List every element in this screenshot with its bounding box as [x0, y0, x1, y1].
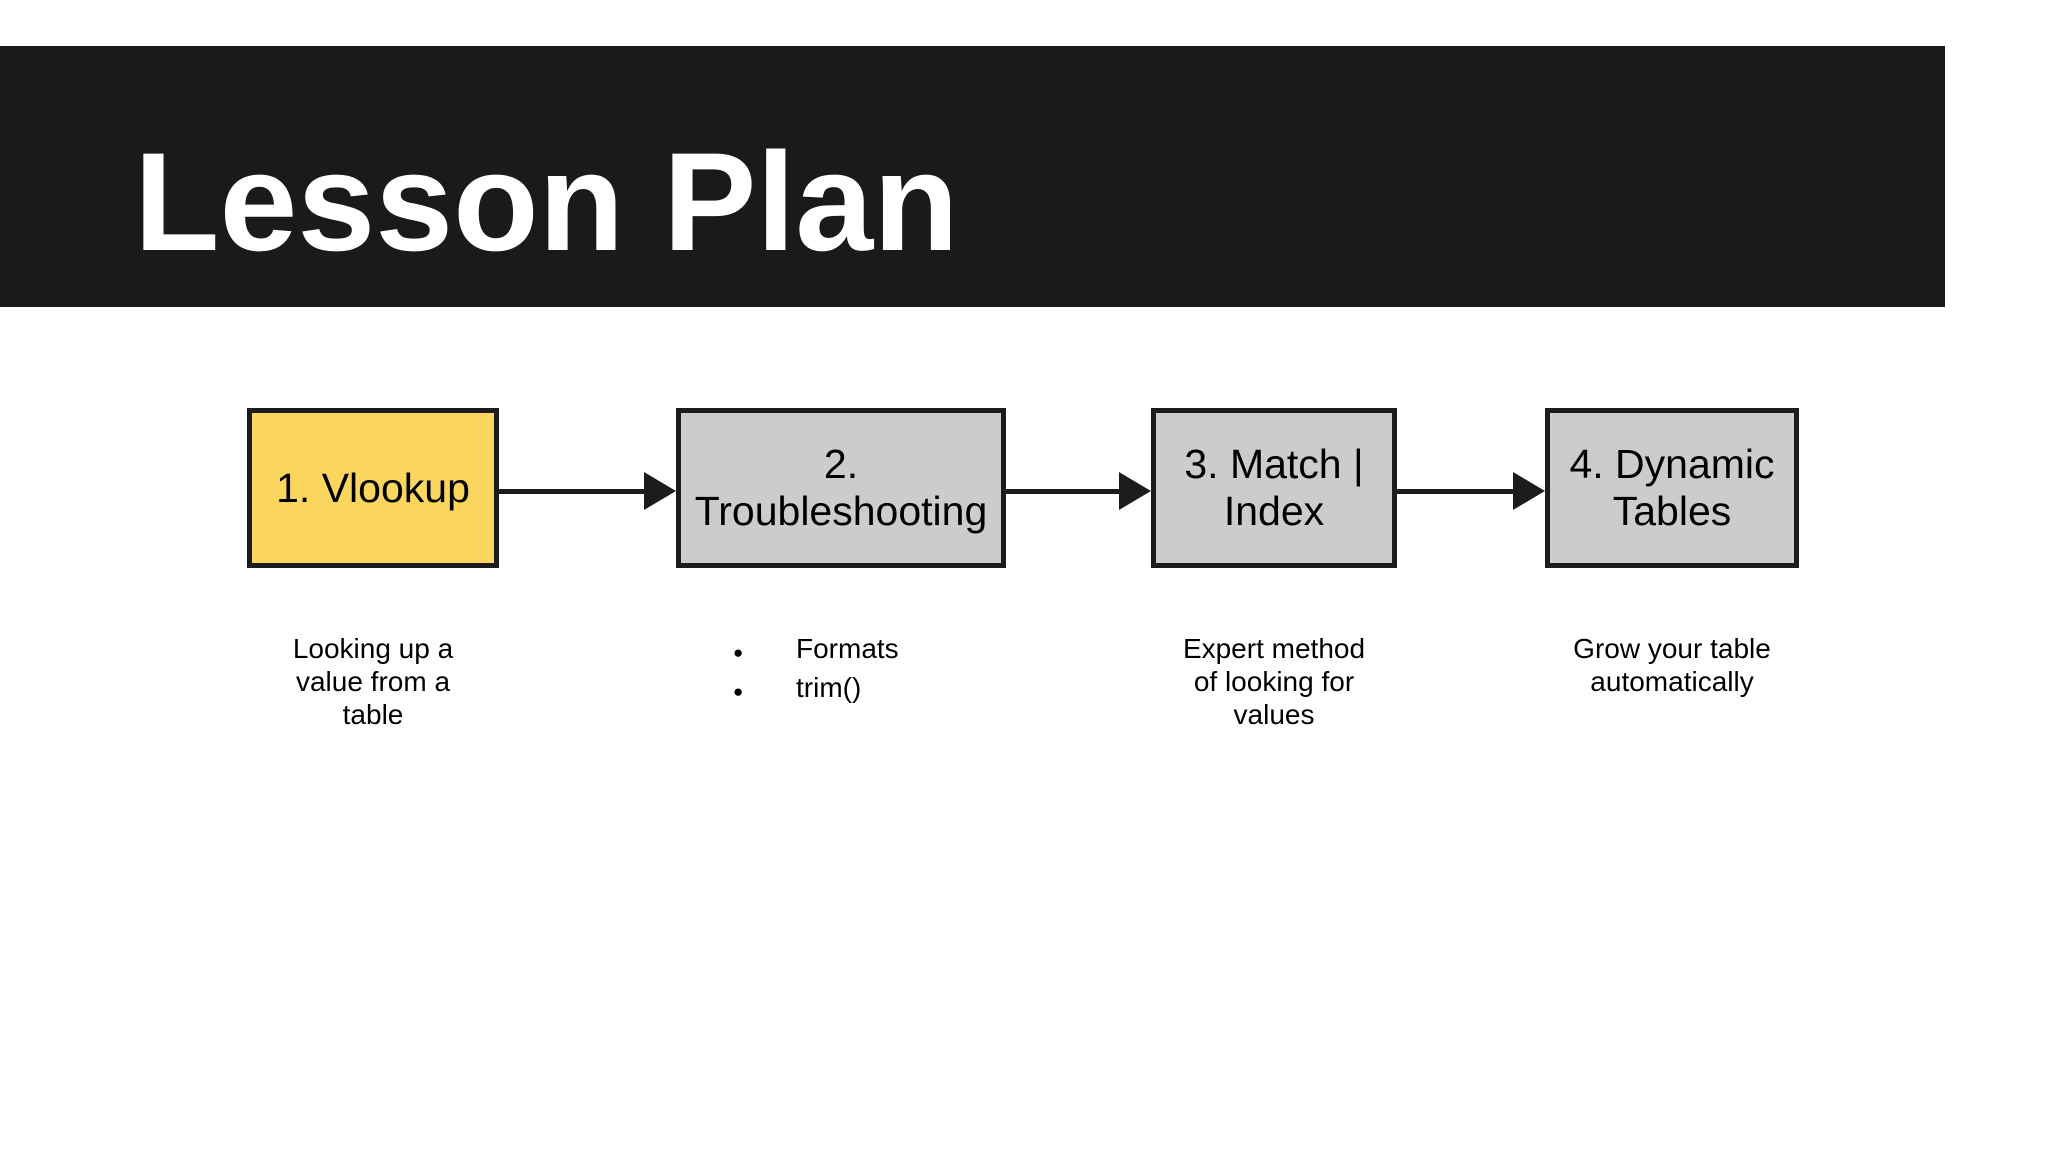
- flow-box-label-line: 2.: [823, 441, 859, 487]
- flow-box-match-index: 3. Match | Index: [1151, 408, 1397, 568]
- list-item: ● trim(): [733, 671, 899, 708]
- step-caption-dynamic-tables: Grow your table automatically: [1512, 632, 1832, 698]
- step-caption-vlookup: Looking up a value from a table: [213, 632, 533, 731]
- caption-line: Grow your table: [1573, 633, 1771, 664]
- flow-box-label: 1. Vlookup: [276, 464, 470, 511]
- arrow-head-icon: [1513, 472, 1545, 510]
- bullet-icon: ●: [733, 643, 744, 662]
- step-caption-troubleshooting-bullets: ● Formats ● trim(): [733, 632, 899, 710]
- flow-box-troubleshooting: 2. Troubleshooting: [676, 408, 1006, 568]
- title-bar: [0, 46, 1945, 307]
- step-caption-match-index: Expert method of looking for values: [1114, 632, 1434, 731]
- flow-box-label-line: Index: [1223, 488, 1325, 534]
- flow-box-label-line: 3. Match |: [1184, 441, 1364, 487]
- flow-box-label-line: Tables: [1612, 488, 1732, 534]
- caption-line: of looking for: [1193, 666, 1355, 697]
- caption-line: automatically: [1590, 666, 1754, 697]
- caption-line: Looking up a: [292, 633, 454, 664]
- caption-line: value from a: [295, 666, 451, 697]
- bullet-text: Formats: [796, 633, 899, 664]
- flow-box-dynamic-tables: 4. Dynamic Tables: [1545, 408, 1799, 568]
- bullet-icon: ●: [733, 682, 744, 701]
- arrow-head-icon: [1119, 472, 1151, 510]
- caption-line: Expert method: [1182, 633, 1366, 664]
- slide-title: Lesson Plan: [134, 123, 959, 280]
- caption-line: table: [342, 699, 404, 730]
- arrow-line: [1006, 489, 1121, 494]
- flow-box-label-line: 4. Dynamic: [1569, 441, 1775, 487]
- bullet-text: trim(): [796, 672, 862, 703]
- list-item: ● Formats: [733, 632, 899, 669]
- caption-line: values: [1233, 699, 1315, 730]
- flow-box-label-line: Troubleshooting: [694, 488, 988, 534]
- arrow-head-icon: [644, 472, 676, 510]
- arrow-line: [1397, 489, 1513, 494]
- arrow-line: [499, 489, 646, 494]
- flow-box-vlookup: 1. Vlookup: [247, 408, 499, 568]
